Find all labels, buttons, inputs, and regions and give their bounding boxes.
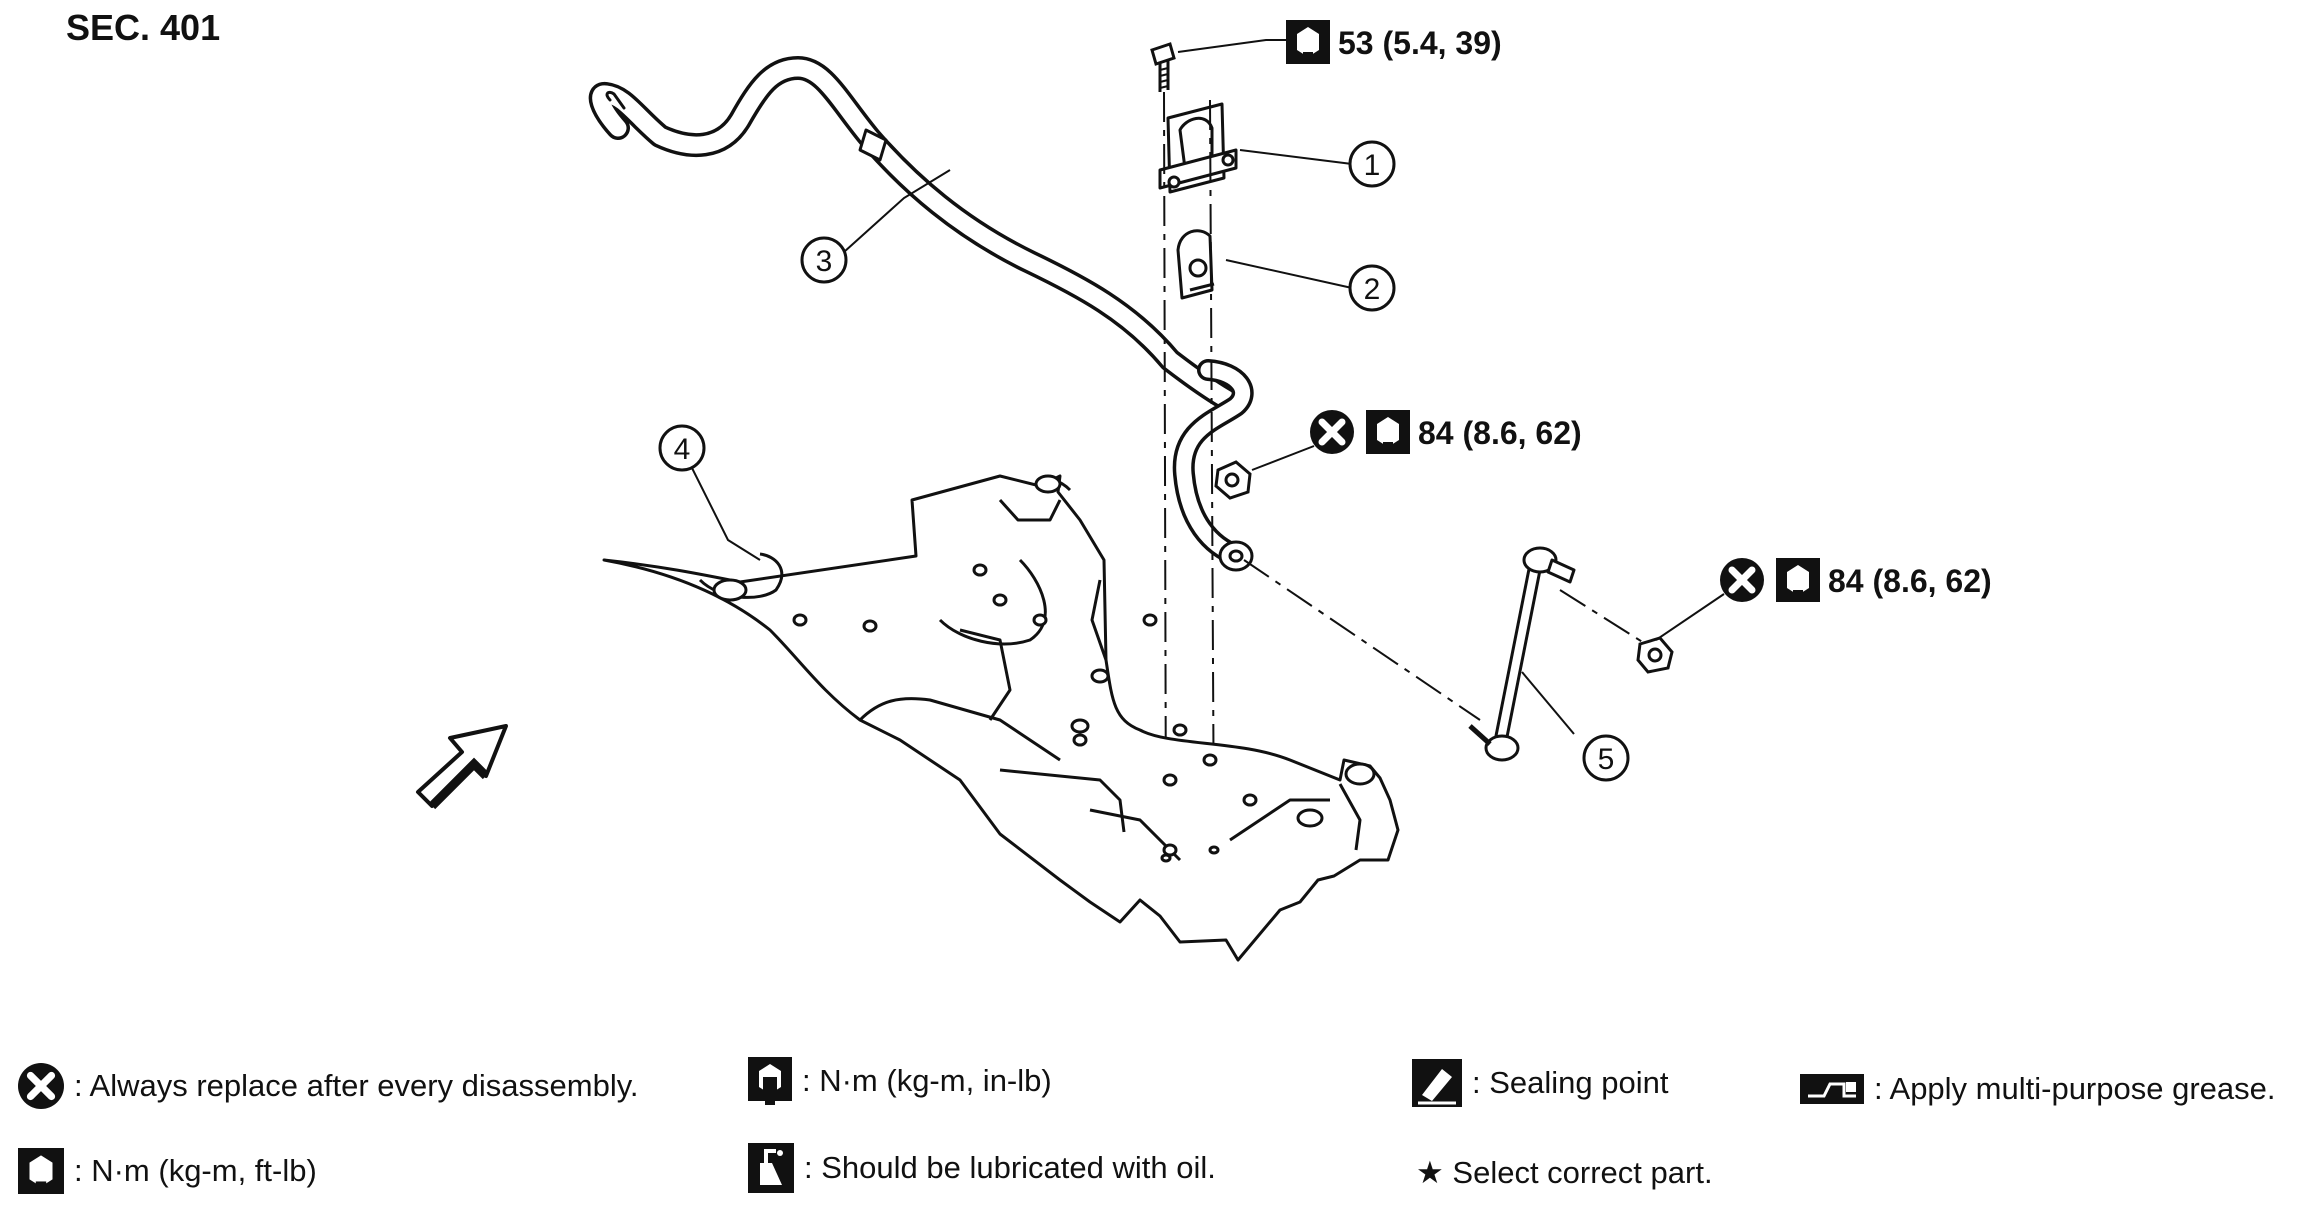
replace-icon — [1310, 410, 1354, 454]
sealing-icon — [1412, 1059, 1462, 1107]
legend-sealing-point-text: : Sealing point — [1472, 1065, 1669, 1100]
torque-icon — [18, 1148, 64, 1194]
legend-always-replace: : Always replace after every disassembly… — [18, 1063, 639, 1109]
torque-icon — [1366, 410, 1410, 454]
torque-icon — [1286, 20, 1330, 64]
legend-always-replace-text: : Always replace after every disassembly… — [74, 1068, 639, 1103]
legend-lubricate-oil: : Should be lubricated with oil. — [748, 1143, 1216, 1193]
torque-in-lb-icon — [748, 1057, 792, 1105]
torque-spec-stabilizer-nut: 84 (8.6, 62) — [1310, 410, 1582, 454]
replace-icon — [1720, 558, 1764, 602]
leader-lines — [691, 39, 1725, 735]
callout-1-label: 1 — [1364, 149, 1381, 182]
torque-value-bolt: 53 (5.4, 39) — [1338, 25, 1502, 61]
connecting-rod — [1468, 546, 1576, 762]
callout-3: 3 — [800, 236, 848, 284]
legend-select-part-text: ★ Select correct part. — [1416, 1155, 1713, 1190]
link-nut — [1636, 636, 1674, 674]
torque-spec-bolt: 53 (5.4, 39) — [1286, 20, 1502, 64]
legend-sealing-point: : Sealing point — [1412, 1059, 1668, 1107]
section-label: SEC. 401 — [66, 7, 220, 48]
legend-select-part: ★ Select correct part. — [1416, 1155, 1713, 1191]
callout-3-label: 3 — [816, 245, 833, 278]
grease-icon — [1800, 1074, 1864, 1104]
callout-4-label: 4 — [674, 433, 691, 466]
stabilizer-clamp — [1158, 102, 1238, 194]
assembly-lines — [1163, 91, 1653, 851]
callout-4: 4 — [658, 424, 706, 472]
legend-grease-text: : Apply multi-purpose grease. — [1874, 1071, 2276, 1106]
legend-torque-ft-lb-text: : N·m (kg-m, ft-lb) — [74, 1153, 317, 1188]
torque-spec-link-nut: 84 (8.6, 62) — [1720, 558, 1992, 602]
legend-grease: : Apply multi-purpose grease. — [1800, 1071, 2276, 1107]
front-direction-arrow — [416, 724, 508, 810]
suspension-member — [602, 474, 1400, 962]
callout-2: 2 — [1348, 264, 1396, 312]
replace-icon — [18, 1063, 64, 1109]
oil-can-icon — [748, 1143, 794, 1193]
legend-torque-in-lb-text: : N·m (kg-m, in-lb) — [802, 1063, 1052, 1098]
legend-lubricate-oil-text: : Should be lubricated with oil. — [804, 1150, 1216, 1185]
legend-torque-ft-lb: : N·m (kg-m, ft-lb) — [18, 1148, 317, 1194]
callout-1: 1 — [1348, 140, 1396, 188]
callout-2-label: 2 — [1364, 273, 1381, 306]
torque-icon — [1776, 558, 1820, 602]
callout-5-label: 5 — [1598, 743, 1615, 776]
torque-value-stabilizer-nut: 84 (8.6, 62) — [1418, 415, 1582, 451]
stabilizer-bar — [588, 56, 1254, 572]
stabilizer-bushing — [1176, 229, 1215, 300]
callout-5: 5 — [1582, 734, 1630, 782]
legend-torque-in-lb: : N·m (kg-m, in-lb) — [748, 1057, 1052, 1105]
torque-value-link-nut: 84 (8.6, 62) — [1828, 563, 1992, 599]
stabilizer-nut — [1214, 460, 1252, 500]
mount-bolt — [1150, 42, 1176, 92]
